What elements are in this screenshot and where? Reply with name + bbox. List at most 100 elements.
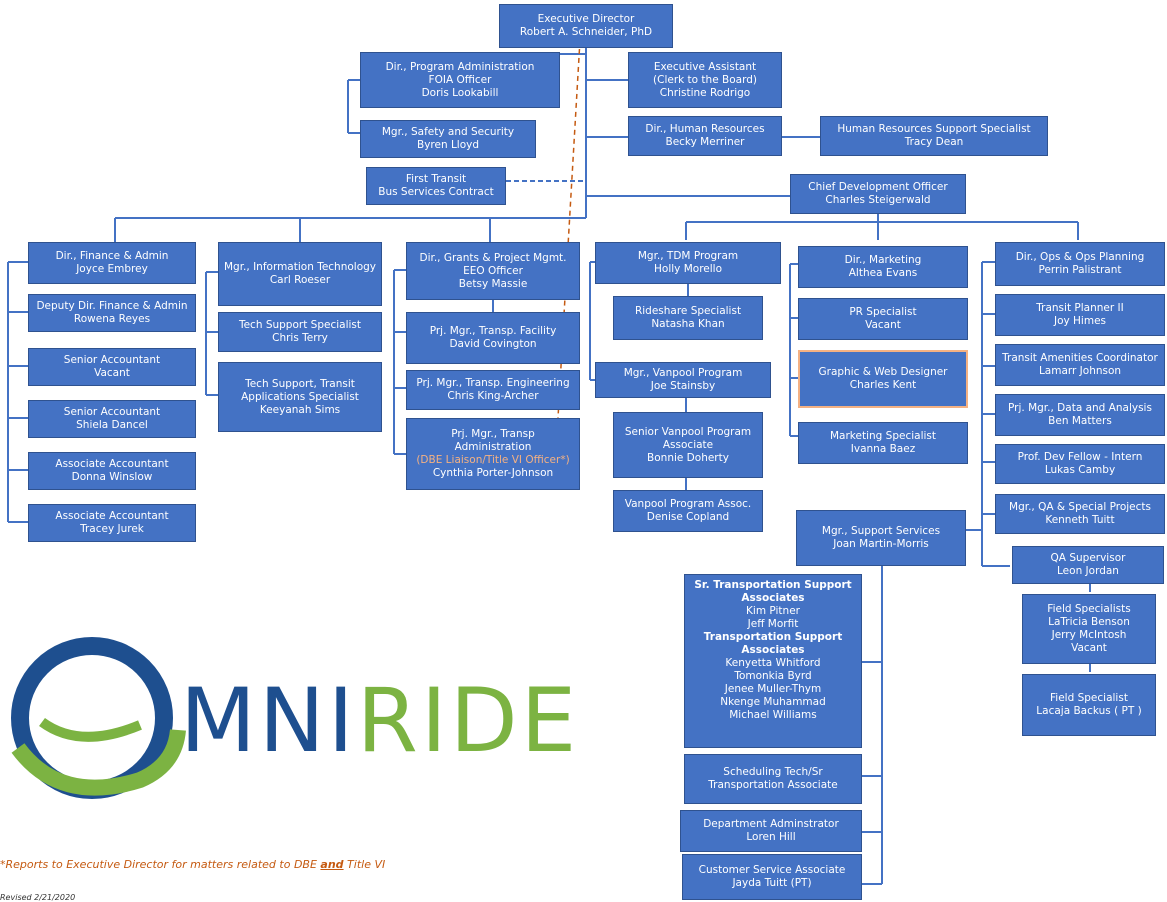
transit-planner-box: Transit Planner II Joy Himes (995, 294, 1165, 336)
prj-facility-box: Prj. Mgr., Transp. Facility David Coving… (406, 312, 580, 364)
box-name: Ivanna Baez (850, 443, 916, 455)
scheduling-box: Scheduling Tech/Sr Transportation Associ… (684, 754, 862, 804)
box-line2: (Clerk to the Board) (653, 73, 757, 86)
box-name: David Covington (449, 338, 537, 350)
box-title: First Transit (405, 173, 467, 185)
box-heading: Transportation Support (703, 631, 843, 643)
exec-assistant-box: Executive Assistant (Clerk to the Board)… (628, 52, 782, 108)
box-title: Rideshare Specialist (634, 305, 742, 317)
dir-grants-box: Dir., Grants & Project Mgmt. EEO Officer… (406, 242, 580, 300)
box-title: Transit Planner II (1036, 302, 1124, 314)
box-title: Scheduling Tech/Sr (723, 766, 823, 778)
senior-accountant-box: Senior Accountant Vacant (28, 348, 196, 386)
box-name: Perrin Palistrant (1038, 264, 1122, 276)
box-name: Shiela Dancel (76, 419, 148, 431)
box-title: Mgr., Vanpool Program (623, 367, 743, 379)
qa-supervisor-box: QA Supervisor Leon Jordan (1012, 546, 1164, 584)
box-name: Vacant (1071, 642, 1107, 654)
box-title: Customer Service Associate (698, 864, 846, 876)
box-title: Prj. Mgr., Transp. Engineering (416, 377, 570, 389)
box-title: QA Supervisor (1050, 552, 1126, 564)
box-title: Prj. Mgr., Data and Analysis (1008, 402, 1152, 414)
box-title: Mgr., Safety and Security (381, 126, 515, 138)
marketing-specialist-box: Marketing Specialist Ivanna Baez (798, 422, 968, 464)
mgr-safety-box: Mgr., Safety and Security Byren Lloyd (360, 120, 536, 158)
box-name: Chris Terry (272, 332, 328, 344)
prof-dev-box: Prof. Dev Fellow - Intern Lukas Camby (995, 444, 1165, 484)
hr-support-box: Human Resources Support Specialist Tracy… (820, 116, 1048, 156)
field-specialist-box: Field Specialist Lacaja Backus ( PT ) (1022, 674, 1156, 736)
box-name: Holly Morello (654, 263, 722, 275)
box-name: Joan Martin-Morris (833, 538, 929, 550)
box-title: Field Specialists (1047, 603, 1131, 615)
box-title: Dir., Ops & Ops Planning (1015, 251, 1145, 263)
box-name: LaTricia Benson (1048, 616, 1130, 628)
box-title: Associate Accountant (55, 510, 169, 522)
box-name: Robert A. Schneider, PhD (519, 26, 653, 38)
cdo-box: Chief Development Officer Charles Steige… (790, 174, 966, 214)
box-line2: Administration (454, 441, 532, 453)
box-name: Ben Matters (1048, 415, 1112, 427)
box-name: Bonnie Doherty (647, 451, 729, 464)
box-name: Lacaja Backus ( PT ) (1036, 705, 1142, 717)
box-name: Lukas Camby (1044, 464, 1116, 476)
box-title: Dir., Human Resources (645, 123, 765, 135)
box-heading: Sr. Transportation Support (694, 579, 852, 591)
box-title: Dir., Finance & Admin (55, 250, 169, 262)
pr-specialist-box: PR Specialist Vacant (798, 298, 968, 340)
box-name: Kim Pitner (746, 605, 800, 617)
box-title: Dir., Program Administration (385, 60, 535, 73)
customer-service-box: Customer Service Associate Jayda Tuitt (… (682, 854, 862, 900)
box-title: Senior Accountant (63, 406, 161, 418)
box-title: Senior Vanpool Program (624, 425, 752, 438)
box-name: Joy Himes (1053, 315, 1107, 327)
first-transit-box: First Transit Bus Services Contract (366, 167, 506, 205)
logo-wordmark: MNIRIDE (180, 677, 579, 765)
box-name: Joyce Embrey (76, 263, 148, 275)
box-title: Prj. Mgr., Transp (451, 428, 535, 440)
box-title: Mgr., TDM Program (637, 250, 739, 262)
dept-admin-box: Department Adminstrator Loren Hill (680, 810, 862, 852)
mgr-vanpool-box: Mgr., Vanpool Program Joe Stainsby (595, 362, 771, 398)
vanpool-assoc-box: Vanpool Program Assoc. Denise Copland (613, 490, 763, 532)
mgr-qa-box: Mgr., QA & Special Projects Kenneth Tuit… (995, 494, 1165, 534)
box-name: Carl Roeser (269, 274, 331, 286)
box-title: Mgr., Information Technology (223, 261, 377, 273)
box-heading: Associates (741, 644, 805, 656)
logo-ride: RIDE (356, 669, 580, 772)
box-name: Vacant (865, 319, 901, 331)
dir-program-admin-box: Dir., Program Administration FOIA Office… (360, 52, 560, 108)
field-specialists-box: Field Specialists LaTricia Benson Jerry … (1022, 594, 1156, 664)
box-name: Loren Hill (746, 831, 796, 843)
box-name: Cynthia Porter-Johnson (432, 467, 554, 479)
prj-engineering-box: Prj. Mgr., Transp. Engineering Chris Kin… (406, 370, 580, 410)
box-name: Leon Jordan (1057, 565, 1119, 577)
box-title: Vanpool Program Assoc. (624, 498, 752, 510)
box-name: Doris Lookabill (421, 86, 499, 99)
box-title: Mgr., Support Services (821, 525, 941, 537)
box-title: Associate Accountant (55, 458, 169, 470)
box-line2: Applications Specialist (241, 390, 359, 403)
box-line2: EEO Officer (463, 264, 523, 277)
revised-date: Revised 2/21/2020 (0, 893, 76, 902)
graphic-web-box: Graphic & Web Designer Charles Kent (798, 350, 968, 408)
box-name: Betsy Massie (458, 277, 528, 290)
prj-admin-box: Prj. Mgr., Transp Administration (DBE Li… (406, 418, 580, 490)
box-name: Joe Stainsby (650, 380, 716, 392)
box-title: Marketing Specialist (829, 430, 936, 442)
associate-accountant-box: Associate Accountant Donna Winslow (28, 452, 196, 490)
box-title: Transit Amenities Coordinator (1002, 352, 1158, 364)
box-heading: Associates (741, 592, 805, 604)
box-name: Keeyanah Sims (259, 403, 341, 416)
deputy-finance-box: Deputy Dir. Finance & Admin Rowena Reyes (28, 294, 196, 332)
box-line2: FOIA Officer (428, 73, 492, 86)
logo-mni: MNI (180, 669, 357, 772)
box-title: Field Specialist (1050, 692, 1128, 704)
box-title: Chief Development Officer (808, 181, 948, 193)
omniride-logo-icon (11, 637, 186, 799)
box-title: Prj. Mgr., Transp. Facility (429, 325, 557, 337)
box-name: Lamarr Johnson (1038, 365, 1122, 377)
box-name: Michael Williams (729, 709, 817, 721)
box-title: Executive Assistant (653, 60, 757, 73)
box-title: Tech Support, Transit (245, 377, 355, 390)
